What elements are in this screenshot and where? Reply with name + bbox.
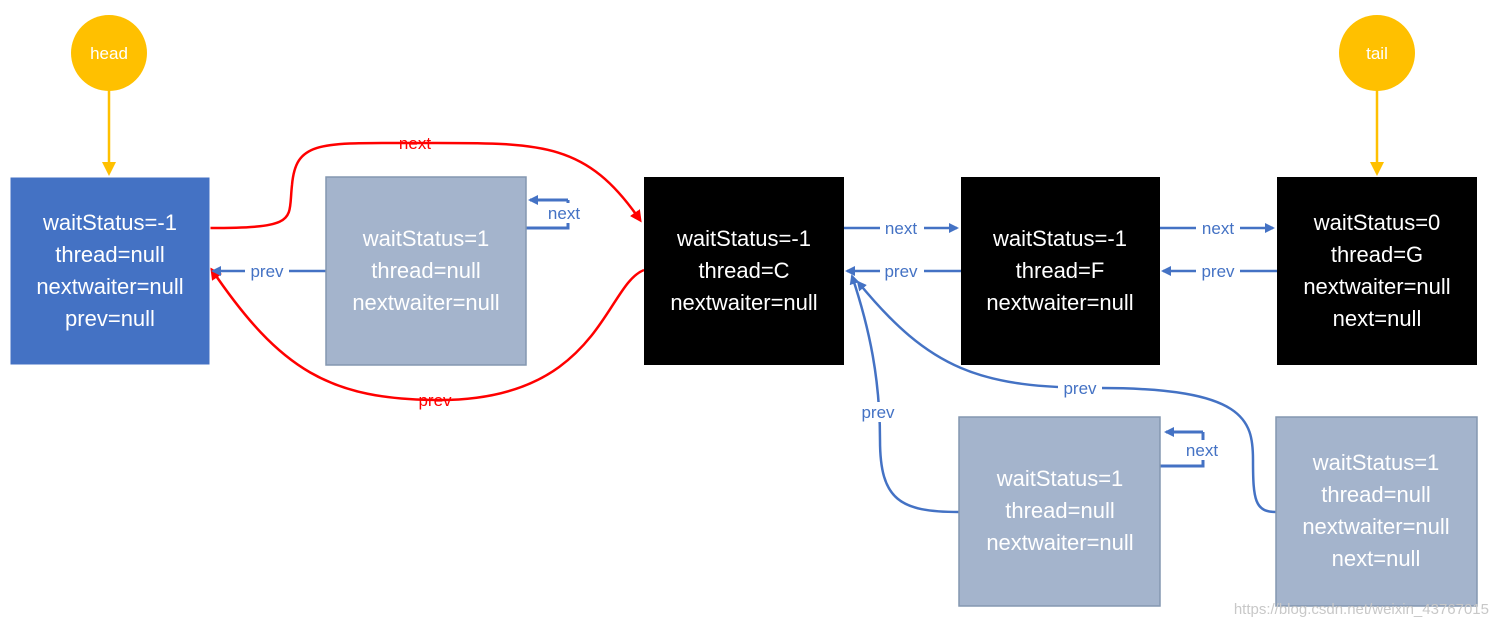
edge-label-bg [880, 261, 924, 281]
node-f-line: waitStatus=-1 [992, 226, 1127, 251]
node-g-line: next=null [1333, 306, 1422, 331]
edge-label-d-to-c-prev: prev [861, 403, 895, 422]
node-cancelled-d-box [958, 416, 1161, 607]
node-cancelled-e-line: waitStatus=1 [1312, 450, 1440, 475]
node-cancelled-d-line: thread=null [1005, 498, 1114, 523]
node-f: waitStatus=-1 thread=F nextwaiter=null [961, 177, 1160, 365]
edge-head-to-c-next [209, 141, 642, 230]
edge-label-b-self-next: next [548, 204, 580, 223]
node-head-line: waitStatus=-1 [42, 210, 177, 235]
head-pointer-label: head [90, 44, 128, 63]
node-g-line: nextwaiter=null [1303, 274, 1450, 299]
edge-label-d-self-next: next [1186, 441, 1218, 460]
tail-pointer-circle [1339, 15, 1415, 91]
node-g-box [1277, 177, 1477, 365]
node-cancelled-d: waitStatus=1 thread=null nextwaiter=null [958, 416, 1161, 607]
node-g-line: thread=G [1331, 242, 1423, 267]
edge-label-bg [1196, 218, 1240, 238]
node-cancelled-b-line: nextwaiter=null [352, 290, 499, 315]
node-c-line: waitStatus=-1 [676, 226, 811, 251]
node-cancelled-e-line: next=null [1332, 546, 1421, 571]
tail-pointer-label: tail [1366, 44, 1388, 63]
node-cancelled-e-line: thread=null [1321, 482, 1430, 507]
node-c-line: nextwaiter=null [670, 290, 817, 315]
edge-label-g-to-f-prev: prev [1201, 262, 1235, 281]
edge-label-f-to-g-next: next [1202, 219, 1234, 238]
node-g: waitStatus=0 thread=G nextwaiter=null ne… [1277, 177, 1477, 365]
edge-d-to-c-prev [849, 274, 960, 514]
edge-label-c-to-f-next: next [885, 219, 917, 238]
node-cancelled-e-box [1275, 416, 1478, 607]
node-cancelled-b-line: thread=null [371, 258, 480, 283]
edge-label-bg [1180, 440, 1224, 460]
head-pointer-circle [71, 15, 147, 91]
edge-label-b-to-head-prev: prev [250, 262, 284, 281]
node-head-line: nextwaiter=null [36, 274, 183, 299]
edge-label-bg [1058, 378, 1102, 398]
edge-label-head-to-c-next: next [399, 134, 431, 153]
node-f-line: nextwaiter=null [986, 290, 1133, 315]
head-pointer: head [71, 15, 147, 176]
node-cancelled-b-box [325, 176, 527, 366]
edge-e-to-c-prev [856, 280, 1277, 514]
watermark: https://blog.csdn.net/weixin_43767015 [1233, 601, 1489, 618]
node-c-box [644, 177, 844, 365]
node-cancelled-d-line: nextwaiter=null [986, 530, 1133, 555]
node-head-box [9, 176, 211, 366]
node-g-line: waitStatus=0 [1313, 210, 1441, 235]
node-c: waitStatus=-1 thread=C nextwaiter=null [644, 177, 844, 365]
node-head-line: thread=null [55, 242, 164, 267]
edge-c-to-head-prev [210, 267, 645, 402]
edge-label-bg [856, 402, 900, 422]
tail-pointer: tail [1339, 15, 1415, 176]
edge-label-bg [880, 218, 924, 238]
node-cancelled-b-line: waitStatus=1 [362, 226, 490, 251]
node-c-line: thread=C [698, 258, 789, 283]
node-head: waitStatus=-1 thread=null nextwaiter=nul… [9, 176, 211, 366]
node-cancelled-d-line: waitStatus=1 [996, 466, 1124, 491]
node-f-line: thread=F [1016, 258, 1105, 283]
node-cancelled-b: waitStatus=1 thread=null nextwaiter=null [325, 176, 527, 366]
edge-label-e-to-c-prev: prev [1063, 379, 1097, 398]
node-cancelled-e-line: nextwaiter=null [1302, 514, 1449, 539]
node-f-box [961, 177, 1160, 365]
node-head-line: prev=null [65, 306, 155, 331]
edge-label-bg [542, 203, 586, 223]
edge-label-bg [1196, 261, 1240, 281]
node-cancelled-e: waitStatus=1 thread=null nextwaiter=null… [1275, 416, 1478, 607]
edge-label-f-to-c-prev: prev [884, 262, 918, 281]
edge-label-c-to-head-prev: prev [418, 391, 452, 410]
edge-label-bg [245, 261, 289, 281]
